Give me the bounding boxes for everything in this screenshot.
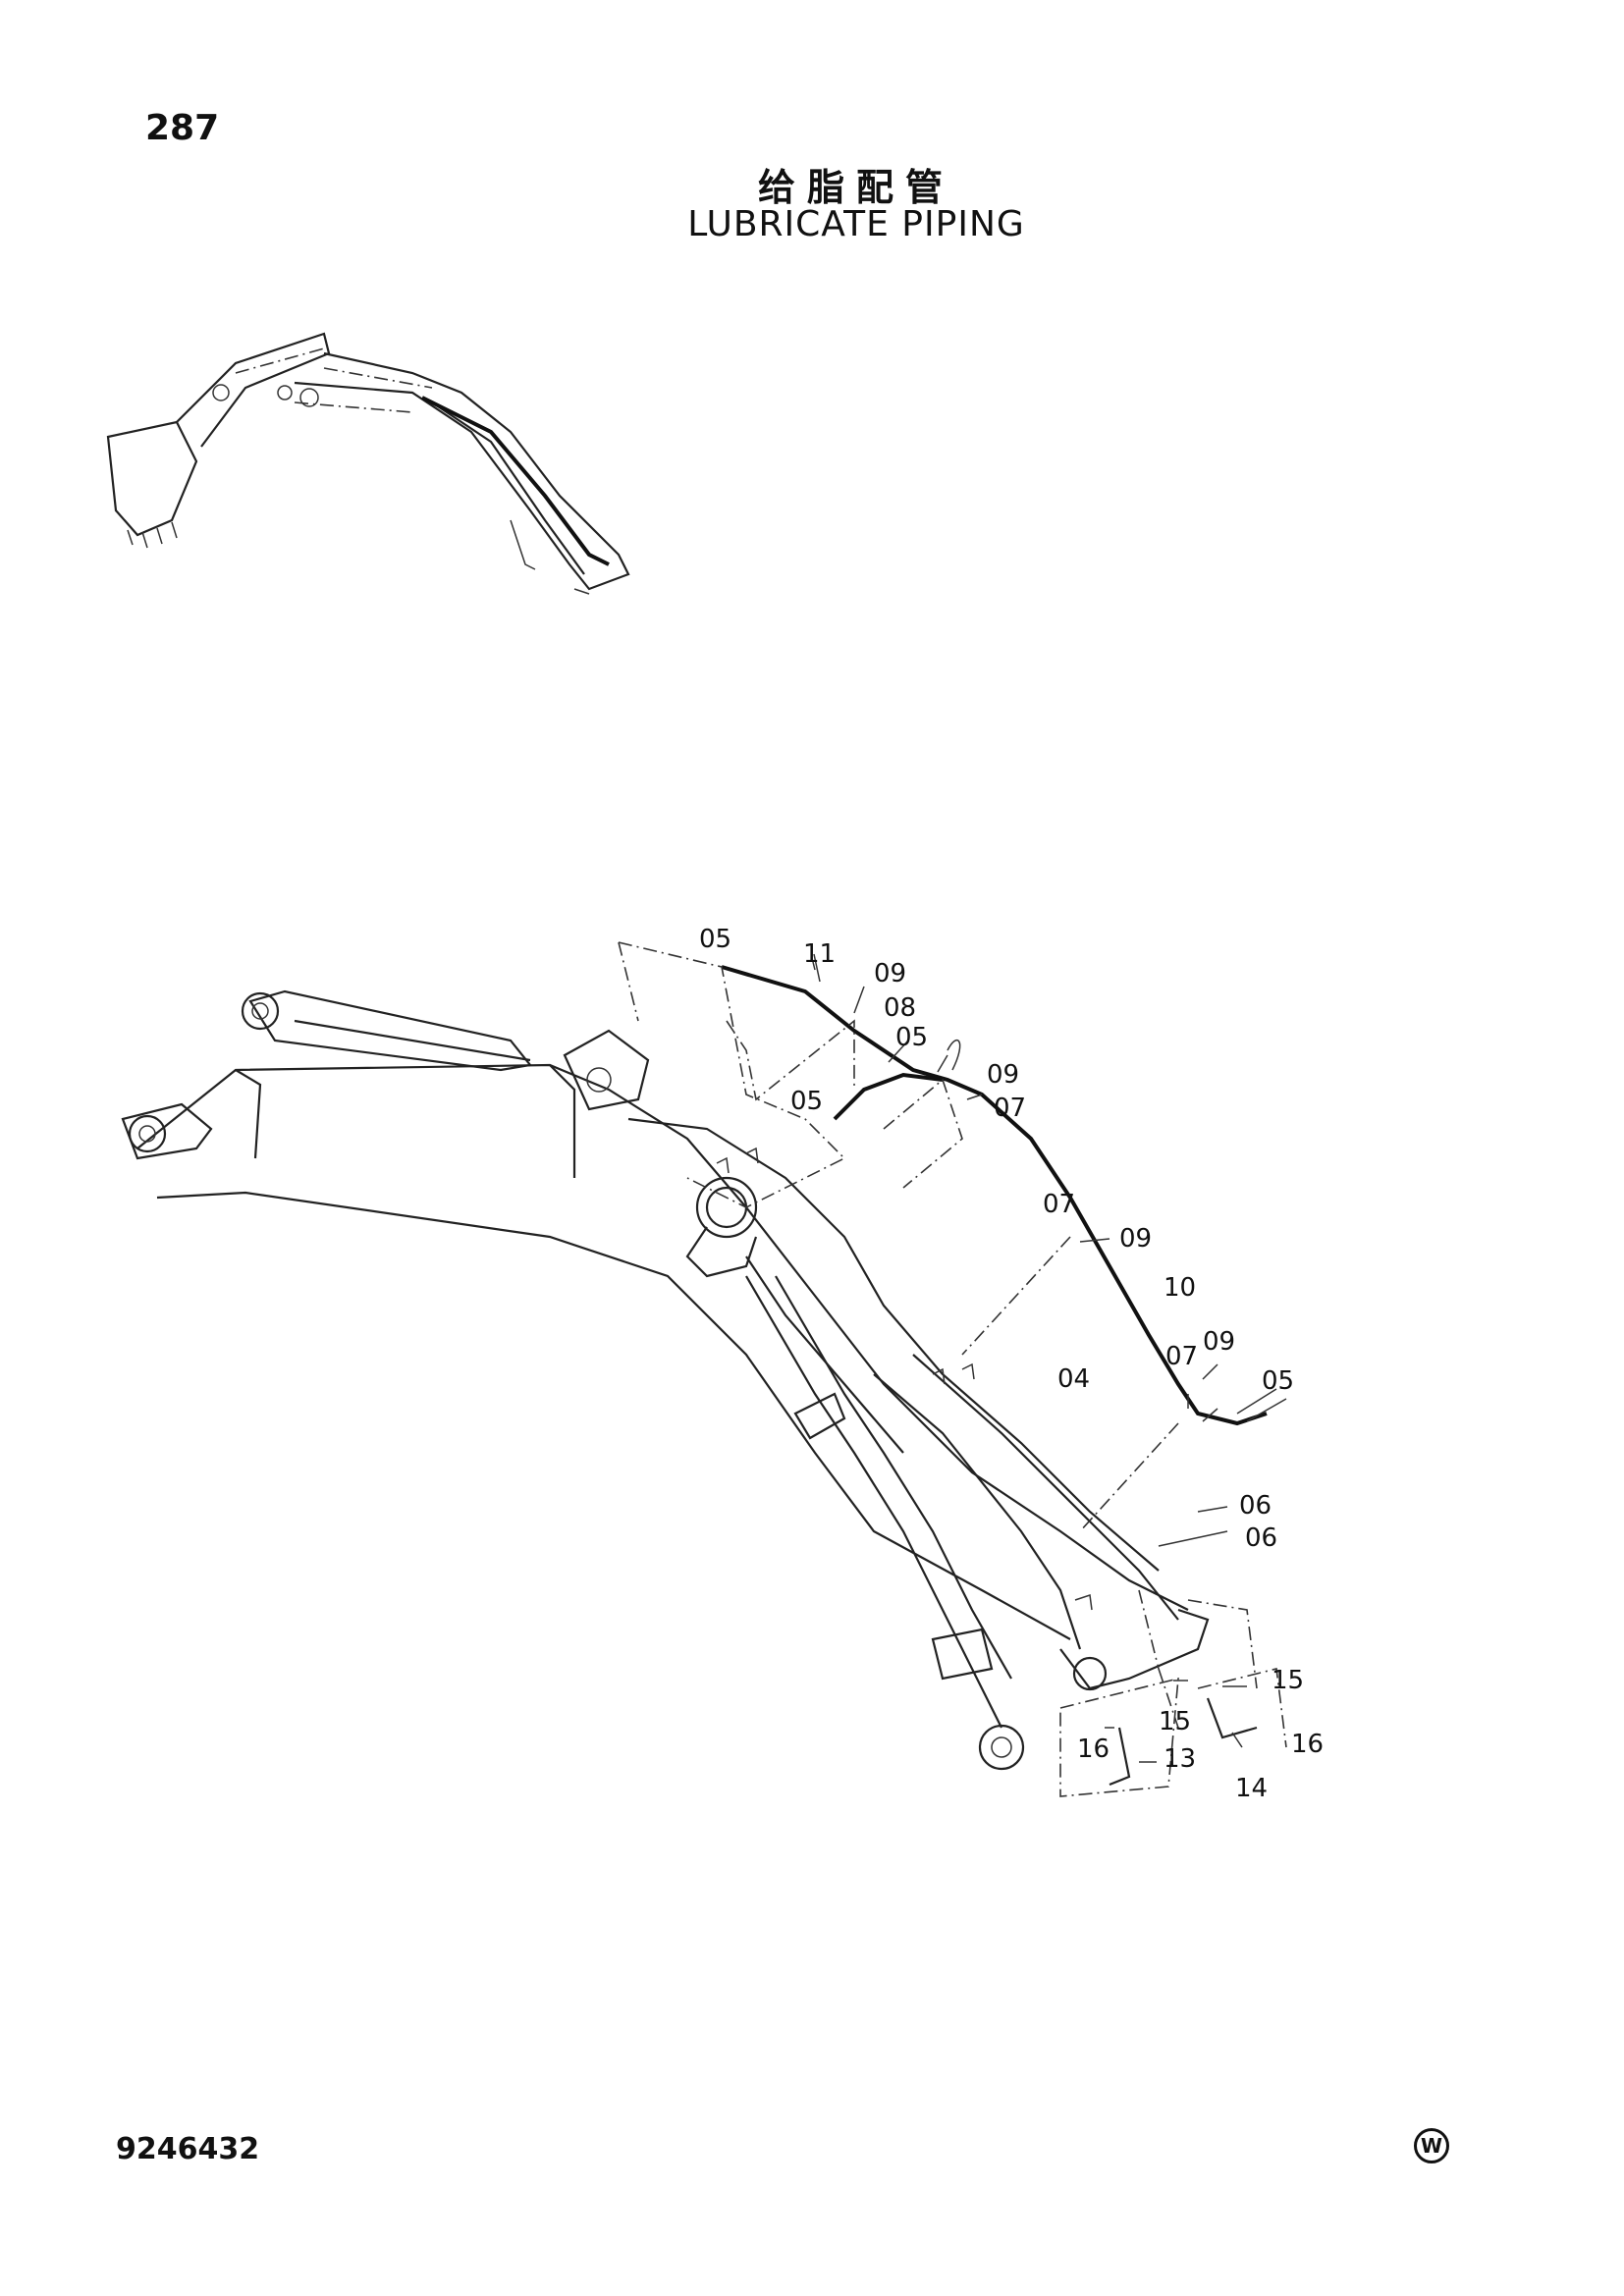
- callout-07-c: 07: [1165, 1342, 1198, 1371]
- callout-15-b: 15: [1159, 1707, 1191, 1736]
- callout-06-a: 06: [1239, 1491, 1272, 1521]
- callout-15-a: 15: [1272, 1666, 1304, 1695]
- callout-09-a: 09: [874, 959, 906, 988]
- manufacturer-mark: W: [1414, 2128, 1449, 2163]
- callout-08: 08: [884, 993, 916, 1023]
- main-boom-diagram: [121, 941, 1287, 1797]
- callout-07-a: 07: [994, 1094, 1026, 1123]
- callout-11: 11: [803, 939, 836, 969]
- callout-labels: 05 11 09 08 05 09 07 05 07 09 10 04 07 0…: [699, 925, 1324, 1803]
- callout-06-b: 06: [1245, 1523, 1277, 1553]
- callout-16-b: 16: [1291, 1730, 1324, 1759]
- overview-boom-arm: [106, 332, 630, 595]
- page-number: 287: [145, 108, 220, 148]
- callout-05-d: 05: [1262, 1366, 1294, 1396]
- document-number: 9246432: [116, 2132, 260, 2166]
- callout-05-c: 05: [790, 1087, 823, 1116]
- callout-05-b: 05: [895, 1023, 928, 1052]
- title-english: LUBRICATE PIPING: [687, 204, 1025, 244]
- callout-10: 10: [1164, 1273, 1196, 1303]
- callout-04: 04: [1057, 1364, 1090, 1394]
- callout-07-b: 07: [1043, 1190, 1075, 1219]
- callout-09-d: 09: [1203, 1327, 1235, 1357]
- callout-05-a: 05: [699, 925, 731, 954]
- callout-13: 13: [1164, 1744, 1196, 1774]
- callout-09-c: 09: [1119, 1224, 1152, 1254]
- callout-09-b: 09: [987, 1060, 1019, 1090]
- callout-14: 14: [1235, 1774, 1268, 1803]
- title-chinese: 给脂配管: [757, 166, 954, 209]
- callout-16-a: 16: [1077, 1735, 1110, 1764]
